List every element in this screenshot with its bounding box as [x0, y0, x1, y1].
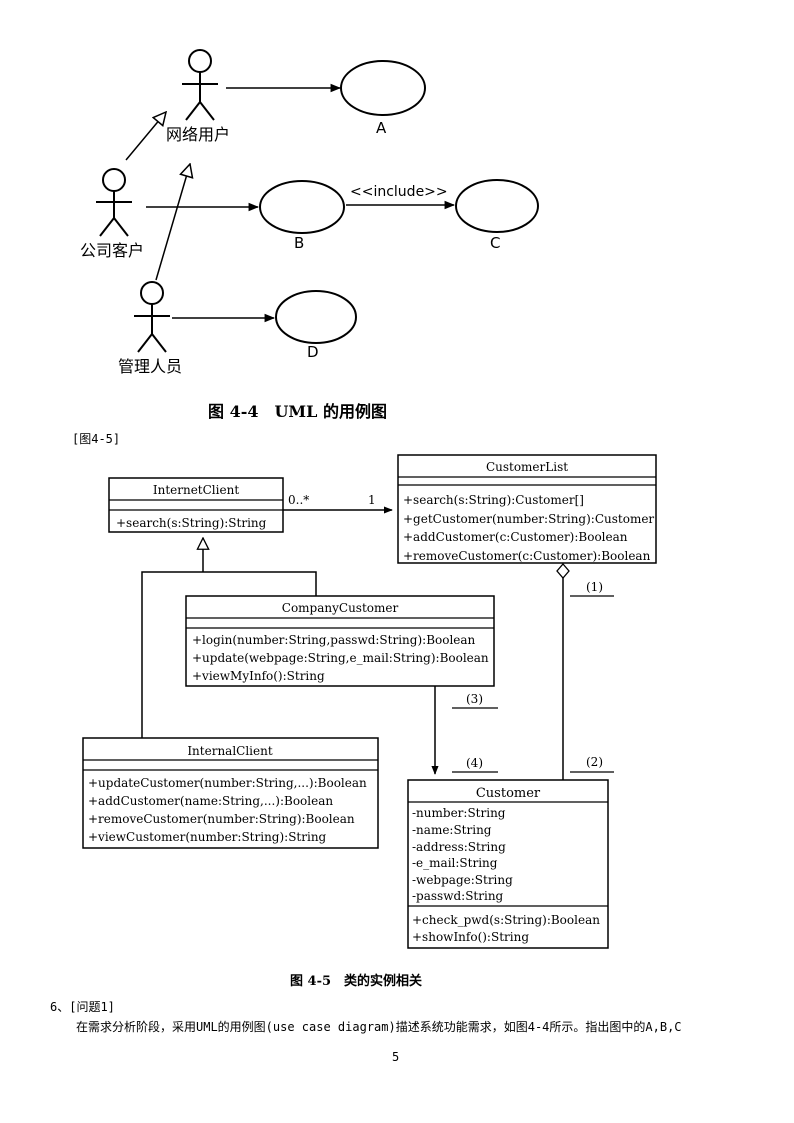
blank-1-label: (1) — [586, 580, 603, 594]
method-line: +check_pwd(s:String):Boolean — [412, 913, 600, 927]
class-internet-client: InternetClient +search(s:String):String — [108, 477, 284, 533]
use-case-label-a: A — [376, 119, 387, 137]
figure-caption-4-4: 图 4-4 UML 的用例图 — [208, 402, 387, 421]
blank-4-label: (4) — [466, 756, 483, 770]
use-case-b — [259, 180, 345, 234]
method-line: +viewCustomer(number:String):String — [88, 830, 327, 844]
generalization-admin-to-user — [155, 164, 190, 281]
use-case-label-b: B — [294, 234, 304, 252]
generalization-tree — [141, 571, 317, 738]
method-line: +search(s:String):Customer[] — [403, 493, 584, 507]
blank-3-label: (3) — [466, 692, 483, 706]
use-case-diagram: 网络用户 公司客户 管理人员 A B C D <<include>> 图 4-4… — [80, 49, 539, 421]
use-case-label-c: C — [490, 234, 500, 252]
blank-2-label: (2) — [586, 755, 603, 769]
class-name-internet-client: InternetClient — [153, 483, 239, 497]
question-text: 在需求分析阶段，采用UML的用例图(use case diagram)描述系统功… — [76, 1020, 682, 1034]
use-case-label-d: D — [307, 343, 319, 361]
method-line: +update(webpage:String,e_mail:String):Bo… — [192, 651, 489, 665]
method-line: +removeCustomer(number:String):Boolean — [88, 812, 355, 826]
class-name-customer: Customer — [476, 786, 541, 801]
use-case-c — [455, 179, 539, 233]
attribute-line: -e_mail:String — [412, 856, 498, 870]
method-line: +updateCustomer(number:String,...):Boole… — [88, 776, 367, 790]
use-case-a — [340, 60, 426, 116]
class-customer-list: CustomerList +search(s:String):Customer[… — [397, 454, 657, 564]
method-line: +addCustomer(c:Customer):Boolean — [403, 530, 628, 544]
attribute-line: -number:String — [412, 806, 506, 820]
include-stereotype-label: <<include>> — [350, 184, 448, 200]
class-company-customer: CompanyCustomer +login(number:String,pas… — [185, 595, 495, 687]
question-label: 6、[问题1] — [50, 1000, 115, 1014]
generalization-company-to-user — [125, 112, 166, 161]
actor-label-admin: 管理人员 — [118, 357, 182, 376]
method-line: +showInfo():String — [412, 930, 529, 944]
actor-company-client — [96, 168, 132, 237]
class-name-customer-list: CustomerList — [486, 460, 568, 474]
attribute-line: -webpage:String — [412, 873, 513, 887]
method-line: +addCustomer(name:String,...):Boolean — [88, 794, 333, 808]
actor-network-user — [182, 49, 218, 121]
method-line: +search(s:String):String — [116, 516, 267, 530]
figure-reference-label: [图4-5] — [72, 432, 121, 446]
actor-label-company-client: 公司客户 — [80, 241, 144, 260]
class-name-company-customer: CompanyCustomer — [282, 601, 399, 615]
class-name-internal-client: InternalClient — [187, 744, 273, 758]
figure-caption-4-5: 图 4-5 类的实例相关 — [290, 973, 422, 989]
aggregation-diamond — [556, 563, 570, 579]
actor-label-network-user: 网络用户 — [166, 125, 230, 144]
actor-admin — [134, 281, 170, 353]
method-line: +getCustomer(number:String):Customer — [403, 512, 654, 526]
class-customer: Customer -number:String -name:String -ad… — [407, 779, 609, 949]
attribute-line: -passwd:String — [412, 889, 504, 903]
attribute-line: -address:String — [412, 840, 506, 854]
multiplicity-many: 0..* — [288, 493, 309, 507]
use-case-d — [275, 290, 357, 344]
multiplicity-one: 1 — [368, 493, 376, 507]
method-line: +viewMyInfo():String — [192, 669, 325, 683]
class-internal-client: InternalClient +updateCustomer(number:St… — [82, 737, 379, 849]
attribute-line: -name:String — [412, 823, 492, 837]
method-line: +login(number:String,passwd:String):Bool… — [192, 633, 476, 647]
page-number: 5 — [392, 1050, 400, 1064]
method-line: +removeCustomer(c:Customer):Boolean — [403, 549, 651, 563]
class-diagram: CustomerList +search(s:String):Customer[… — [82, 454, 657, 989]
